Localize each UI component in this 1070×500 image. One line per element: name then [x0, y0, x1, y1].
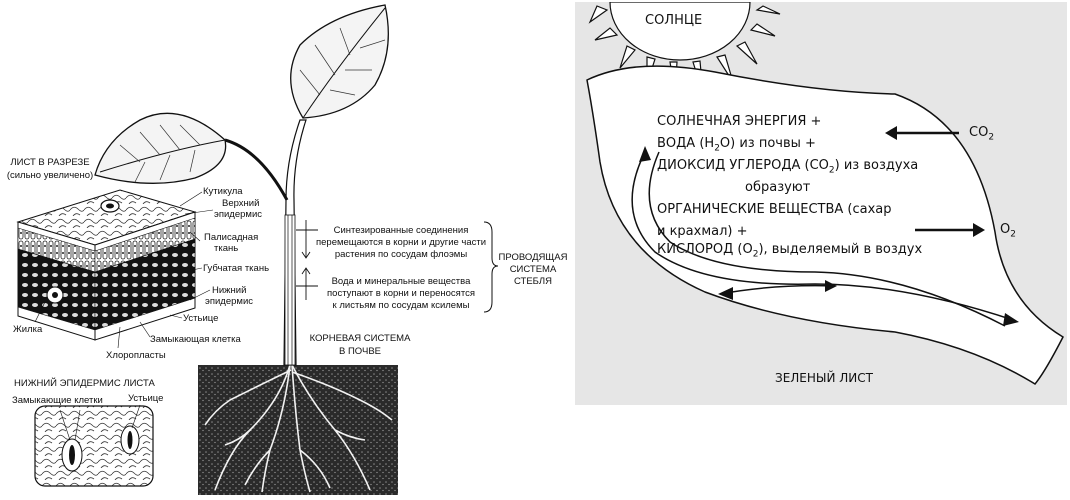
label-palisade-1: Палисадная — [204, 232, 259, 243]
top-leaf — [290, 4, 389, 119]
root-line-2: В ПОЧВЕ — [339, 346, 381, 357]
xylem-line-2: поступают в корни и переносятся — [327, 288, 475, 299]
label-vein: Жилка — [13, 324, 43, 335]
equation-line-4: образуют — [745, 180, 811, 195]
sun — [609, 2, 751, 61]
co2-label: CO2 — [969, 125, 995, 143]
green-leaf-label: ЗЕЛЕНЫЙ ЛИСТ — [775, 371, 873, 385]
label-lower-epidermis-2: эпидермис — [205, 296, 253, 307]
label-lower-epidermis-1: Нижний — [212, 285, 247, 296]
label-palisade-2: ткань — [214, 243, 239, 254]
o2-label: O2 — [1000, 222, 1016, 240]
label-upper-epidermis-1: Верхний — [222, 198, 260, 209]
leaf-section-title: ЛИСТ В РАЗРЕЗЕ — [10, 157, 90, 168]
phloem-line-2: перемещаются в корни и другие части — [316, 237, 487, 248]
label-stoma-2: Устьице — [128, 393, 164, 404]
equation-line-6: и крахмал) + — [657, 224, 748, 239]
plant-drawing — [16, 4, 499, 495]
conducting-line-1: ПРОВОДЯЩАЯ — [498, 252, 568, 263]
photosynthesis-drawing — [586, 2, 1064, 385]
phloem-line-1: Синтезированные соединения — [333, 225, 469, 236]
label-spongy: Губчатая ткань — [203, 263, 270, 274]
label-upper-epidermis-2: эпидермис — [214, 209, 262, 220]
plant-illustration: ЛИСТ В РАЗРЕЗЕ (сильно увеличено) Кутику… — [6, 4, 568, 495]
stem-vessels — [284, 214, 296, 366]
root-line-1: КОРНЕВАЯ СИСТЕМА — [309, 333, 411, 344]
conducting-line-2: СИСТЕМА — [509, 264, 557, 275]
phloem-line-3: растения по сосудам флоэмы — [334, 249, 468, 260]
xylem-line-3: к листьям по сосудам ксилемы — [332, 300, 470, 311]
photosynthesis-diagram: СОЛНЦЕ СОЛНЕЧНАЯ ЭНЕРГИЯ + ВОДА (H2O) из… — [575, 2, 1067, 405]
label-cuticle: Кутикула — [203, 186, 243, 197]
label-guard-cells: Замыкающие клетки — [12, 395, 103, 406]
xylem-line-1: Вода и минеральные вещества — [331, 276, 471, 287]
conducting-line-3: СТЕБЛЯ — [513, 276, 552, 287]
leaf-section-block — [16, 189, 197, 341]
equation-line-1: СОЛНЕЧНАЯ ЭНЕРГИЯ + — [657, 114, 822, 129]
arrow-heads — [639, 146, 1019, 326]
lower-epidermis-title: НИЖНИЙ ЭПИДЕРМИС ЛИСТА — [14, 378, 155, 389]
label-stoma: Устьице — [183, 313, 219, 324]
equation-line-2: ВОДА (H2O) из почвы + — [657, 136, 816, 154]
roots — [204, 364, 393, 493]
equation-line-5: ОРГАНИЧЕСКИЕ ВЕЩЕСТВА (сахар — [657, 202, 892, 217]
leaf-section-subtitle: (сильно увеличено) — [6, 170, 94, 181]
leaf-outline — [586, 65, 1064, 385]
label-chloroplasts: Хлоропласты — [106, 350, 166, 361]
left-leaf — [94, 112, 227, 184]
equation-line-7: КИСЛОРОД (O2), выделяемый в воздух — [657, 242, 923, 260]
sun-label: СОЛНЦЕ — [645, 13, 703, 28]
equation-line-3: ДИОКСИД УГЛЕРОДА (CO2) из воздуха — [657, 158, 919, 176]
label-guard-cell: Замыкающая клетка — [150, 334, 241, 345]
conducting-brace — [483, 221, 499, 313]
